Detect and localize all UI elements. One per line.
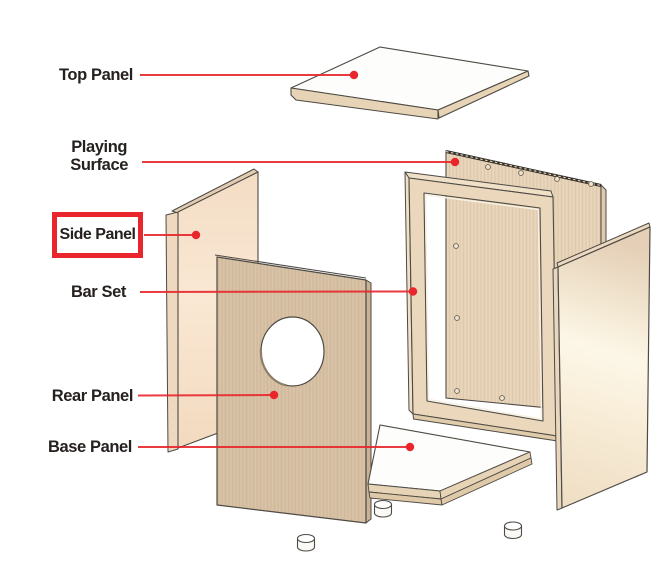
leader-dot [450,157,460,167]
label-rear-panel: Rear Panel [51,387,134,405]
screw-hole [588,181,594,187]
rubber-foot [296,533,316,552]
screw-hole [518,170,524,176]
base-panel-face [367,424,531,492]
rubber-foot [373,499,393,518]
leader-dot [269,390,279,400]
screw-hole [485,164,491,170]
screw-hole [554,176,560,182]
side-panel-highlight-box: Side Panel [52,212,143,258]
rubber-foot [503,521,523,540]
sound-hole-shadow [259,348,288,387]
leader-dot [408,287,418,296]
leader-dot [191,230,201,240]
screw-hole [454,315,460,321]
base-panel-right-edge-2 [440,457,533,506]
label-side-panel: Side Panel [59,226,136,243]
screw-hole [499,395,505,401]
label-base-panel: Base Panel [47,438,132,456]
leader-dot [349,70,359,80]
playing-surface-top-edge-ticks [445,150,602,187]
side-panel-left-edge [165,211,179,453]
leader-lines [137,74,455,448]
top-panel-front-edge [290,87,439,120]
rear-panel-grain [217,257,366,523]
top-panel-right-edge [437,70,530,119]
top-panel-part [290,46,530,120]
label-playing-surface: Playing Surface [70,138,128,174]
screw-hole [454,388,460,394]
rear-panel-top-edge [214,254,367,279]
leader-dots [191,70,460,452]
leader-rear-panel [137,394,275,397]
leader-dot [405,442,415,452]
label-playing-surface-line1: Playing [71,138,128,156]
leader-bar-set [139,290,414,293]
screw-hole [453,243,459,249]
label-top-panel: Top Panel [58,66,133,84]
bar-set-inner-bevel [424,194,543,420]
rubber-feet [296,499,523,552]
base-panel-part [367,424,533,506]
right-side-panel-part [552,222,651,511]
right-panel-face [557,226,651,509]
rear-panel-part [214,254,372,524]
label-playing-surface-line2: Surface [70,155,128,174]
label-bar-set: Bar Set [71,283,126,301]
bar-set-part [404,171,558,442]
